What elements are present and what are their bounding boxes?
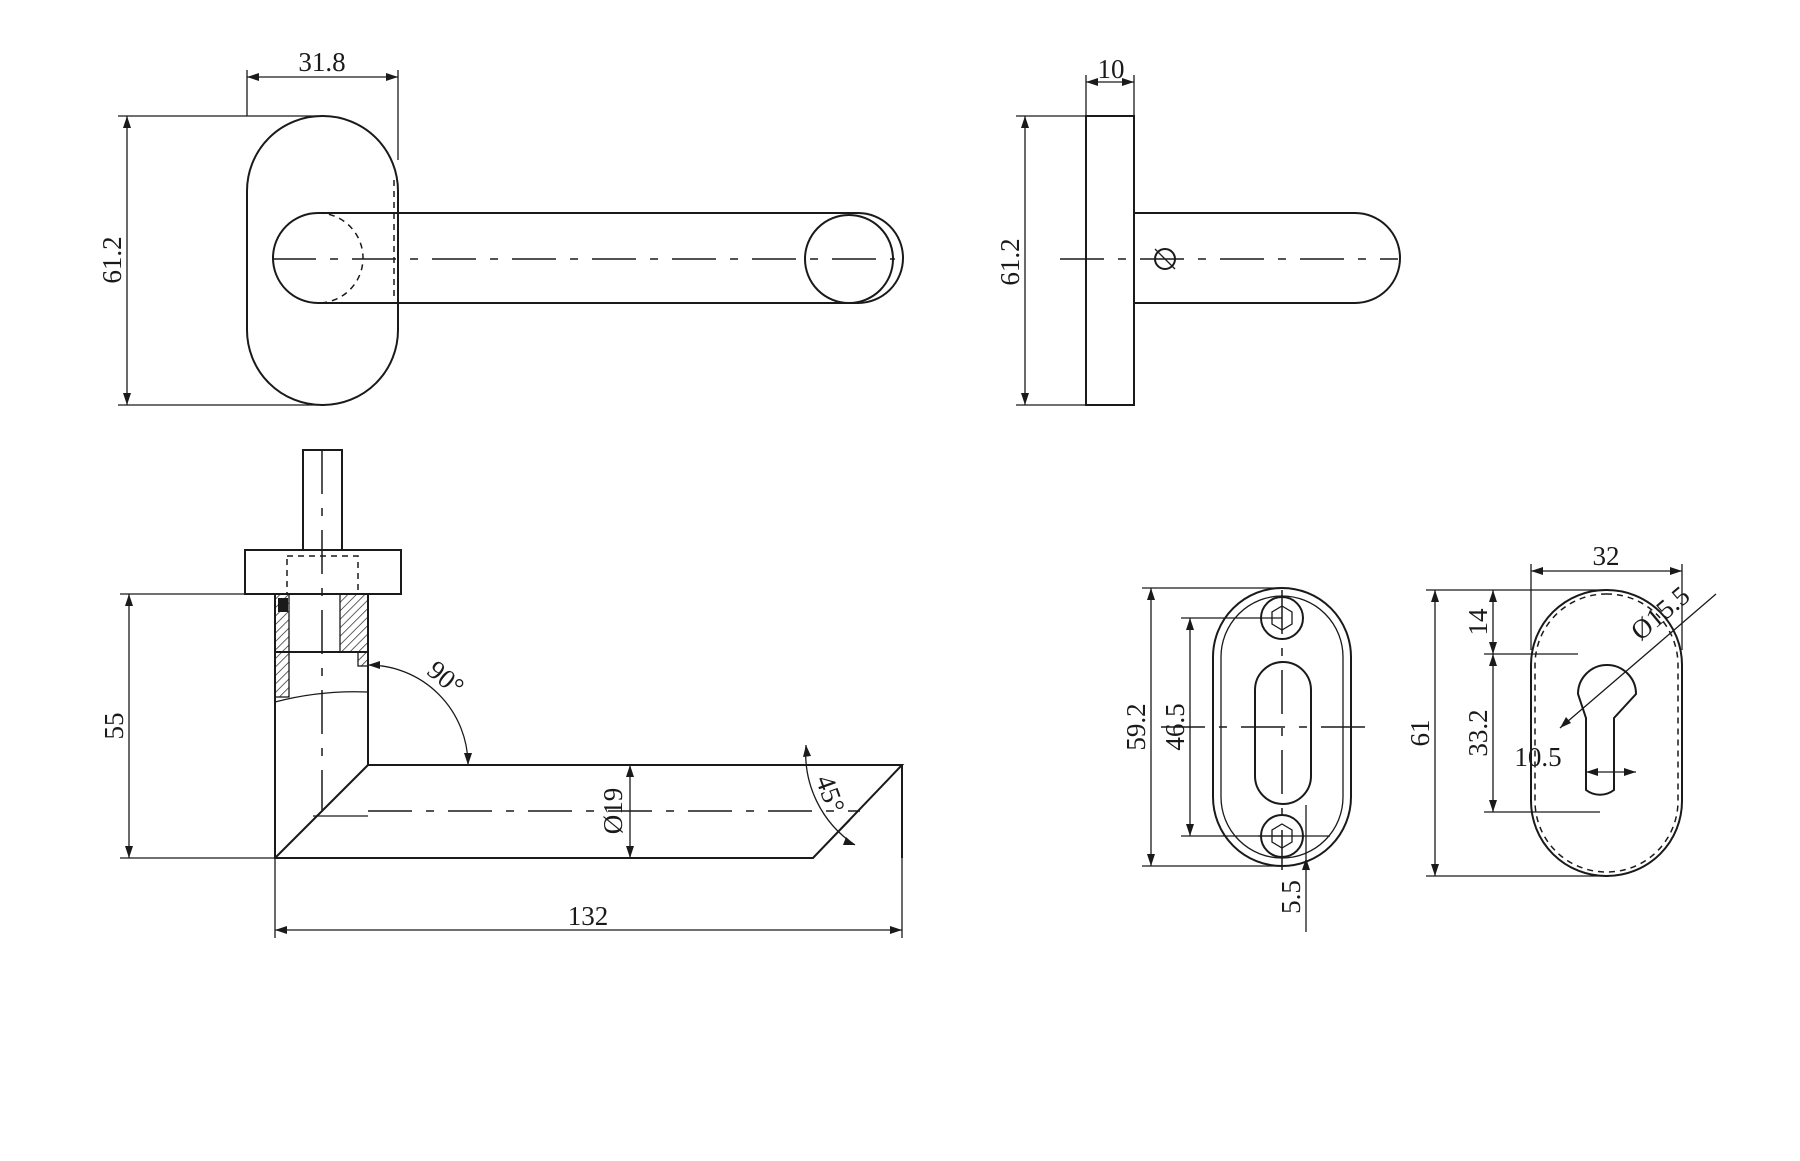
cylinder-rose-view: 32 61 14 33.2 10.5 Ø15.5	[1405, 541, 1717, 877]
dim-cylinder-width: 32	[1593, 541, 1620, 571]
dim-cylinder-length: 33.2	[1463, 709, 1493, 756]
dim-arc-lever-angle	[367, 664, 469, 766]
cylinder-profile	[1576, 664, 1638, 796]
dim-screw-size: 5.5	[1276, 880, 1306, 914]
dim-lever-angle: 90°	[422, 654, 470, 701]
dim-cylinder-height: 61	[1405, 720, 1435, 747]
dim-side-rose-height: 61.2	[995, 238, 1025, 285]
cylinder-keyhole	[1254, 661, 1312, 805]
dim-lever-height: 55	[99, 713, 129, 740]
dim-arc-tip-angle	[805, 744, 856, 846]
front-view: 31.8 61.2	[97, 47, 904, 406]
side-view: 10 61.2	[995, 54, 1401, 406]
dim-lever-tip-angle: 45°	[810, 771, 851, 817]
top-view: 55 90° Ø19 45° 132	[99, 449, 905, 938]
dim-screw-spacing: 46.5	[1160, 703, 1190, 750]
dim-cylinder-top-offset: 14	[1463, 608, 1493, 636]
dim-escutcheon-height: 59.2	[1121, 703, 1151, 750]
rose-outline	[246, 115, 399, 406]
lever-outline	[272, 212, 904, 304]
dim-line-bore-diameter	[1559, 593, 1717, 729]
dim-rose-height: 61.2	[97, 236, 127, 283]
cylinder-plate-outer	[1530, 589, 1683, 877]
dim-side-rose-thickness: 10	[1098, 54, 1125, 84]
lever-neck-hidden	[317, 212, 364, 304]
side-lever-shaft	[1134, 212, 1401, 304]
dim-cylinder-slot-width: 10.5	[1514, 742, 1561, 772]
cylinder-plate-inner	[1534, 593, 1679, 873]
dim-cylinder-bore-diameter: Ø15.5	[1625, 580, 1695, 646]
dim-lever-diameter: Ø19	[598, 788, 628, 835]
escutcheon-view: 59.2 46.5 5.5	[1121, 587, 1373, 932]
dim-lever-length: 132	[568, 901, 609, 931]
side-rose-plate	[1085, 115, 1135, 406]
dim-rose-width: 31.8	[298, 47, 345, 77]
